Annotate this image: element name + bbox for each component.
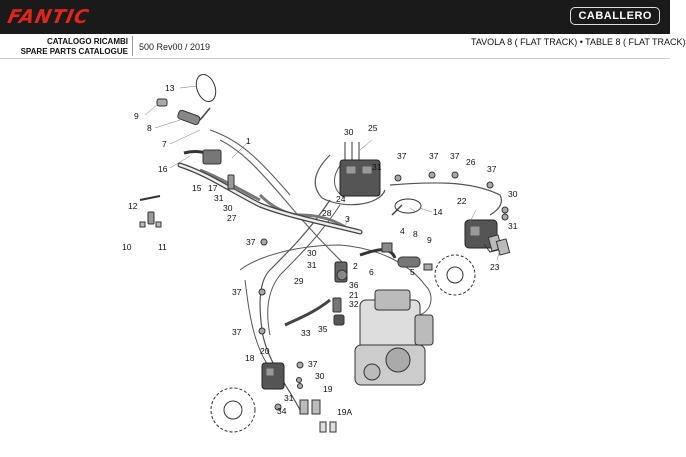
callout-label: 27 — [227, 213, 237, 223]
callout-label: 23 — [490, 262, 500, 272]
catalog-title-en: SPARE PARTS CATALOGUE — [20, 47, 128, 56]
callout-label: 1 — [246, 136, 251, 146]
callout-label: 6 — [369, 267, 374, 277]
callout-label: 30 — [315, 371, 325, 381]
catalog-title-it: CATALOGO RICAMBI — [46, 37, 128, 46]
exploded-parts-diagram: 13 9 8 7 1 16 15 17 31 30 27 12 10 11 30… — [122, 73, 518, 433]
callout-label: 31 — [307, 260, 317, 270]
callout-label: 12 — [128, 201, 138, 211]
catalog-header — [0, 34, 670, 59]
callout-label: 30 — [508, 189, 518, 199]
callout-label: 7 — [162, 139, 167, 149]
catalog-version: 500 Rev00 / 2019 — [139, 42, 211, 52]
callout-label: 19 — [323, 384, 333, 394]
callout-label: 18 — [245, 353, 255, 363]
catalog-title: CATALOGO RICAMBI SPARE PARTS CATALOGUE — [8, 37, 128, 57]
callout-label: 37 — [450, 151, 460, 161]
callout-label: 33 — [301, 328, 311, 338]
callout-label: 37 — [308, 359, 318, 369]
callout-label: 4 — [400, 226, 405, 236]
callout-label: 37 — [487, 164, 497, 174]
callout-label: 30 — [307, 248, 317, 258]
callout-label: 14 — [433, 207, 443, 217]
callout-label: 26 — [466, 157, 476, 167]
callout-label: 5 — [410, 267, 415, 277]
callout-label: 36 — [349, 280, 359, 290]
header-divider — [132, 36, 133, 56]
caballero-logo: CABALLERO — [570, 7, 660, 25]
callout-label: 13 — [165, 83, 175, 93]
callout-label: 9 — [134, 111, 139, 121]
callout-label: 16 — [158, 164, 168, 174]
callout-label: 25 — [368, 123, 378, 133]
callout-label: 24 — [336, 194, 346, 204]
callout-label: 37 — [397, 151, 407, 161]
callout-label: 31 — [372, 162, 382, 172]
top-bar: FANTIC CABALLERO — [0, 0, 670, 34]
callout-labels: 13 9 8 7 1 16 15 17 31 30 27 12 10 11 30… — [122, 83, 518, 417]
callout-label: 30 — [223, 203, 233, 213]
callout-label: 10 — [122, 242, 132, 252]
callout-label: 11 — [158, 242, 167, 252]
callout-label: 22 — [457, 196, 467, 206]
callout-label: 9 — [427, 235, 432, 245]
callout-label: 20 — [260, 346, 270, 356]
callout-label: 34 — [277, 406, 287, 416]
callout-label: 37 — [232, 327, 242, 337]
callout-label: 21 — [349, 290, 359, 300]
callout-label: 19A — [337, 407, 352, 417]
callout-label: 35 — [318, 324, 328, 334]
callout-label: 8 — [147, 123, 152, 133]
callout-label: 29 — [294, 276, 304, 286]
callout-label: 37 — [232, 287, 242, 297]
callout-label: 31 — [508, 221, 518, 231]
callout-label: 31 — [284, 393, 294, 403]
callout-label: 32 — [349, 299, 359, 309]
callout-label: 2 — [353, 261, 358, 271]
callout-label: 37 — [429, 151, 439, 161]
callout-label: 37 — [246, 237, 256, 247]
callout-label: 31 — [214, 193, 224, 203]
table-title: TAVOLA 8 ( FLAT TRACK) • TABLE 8 ( FLAT … — [471, 37, 686, 47]
callout-label: 30 — [344, 127, 354, 137]
fantic-logo: FANTIC — [5, 6, 92, 28]
callout-label: 15 — [192, 183, 202, 193]
callout-label: 8 — [413, 229, 418, 239]
callout-label: 17 — [208, 183, 218, 193]
callout-label: 3 — [345, 214, 350, 224]
callout-label: 28 — [322, 208, 332, 218]
